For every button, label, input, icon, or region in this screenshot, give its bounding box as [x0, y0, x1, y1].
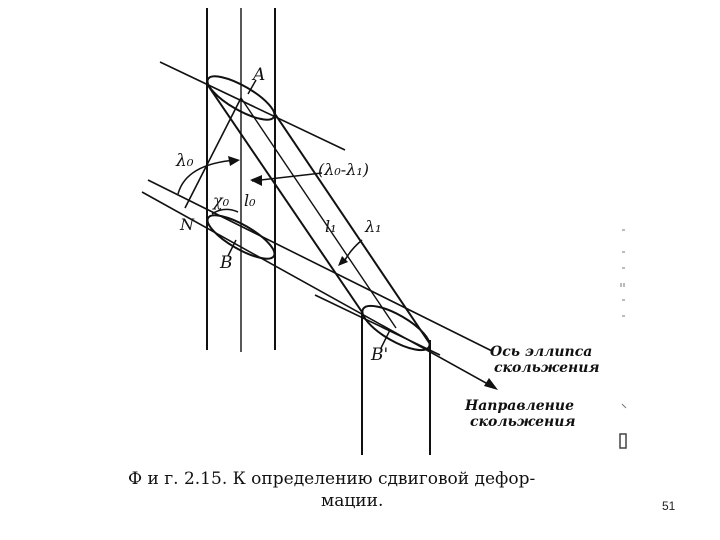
label-n: N — [179, 215, 195, 234]
lambda1-angle-arc — [343, 239, 363, 263]
figure-caption-line2: мации. — [321, 491, 383, 511]
label-lambda-diff: (λ₀-λ₁) — [318, 160, 369, 179]
label-b: B — [219, 253, 233, 273]
scan-artifacts — [619, 229, 627, 449]
label-axis-line2: скольжения — [494, 360, 600, 376]
angle-arcs — [177, 159, 363, 263]
cylinder-walls — [206, 8, 431, 455]
tick-b-prime — [380, 329, 391, 349]
tube-right-edge — [274, 113, 431, 345]
artifact-bracket — [619, 433, 627, 449]
label-axis-line1: Ось эллипса — [490, 344, 592, 360]
label-lambda1: λ₁ — [364, 217, 382, 236]
ellipse-b — [206, 214, 276, 260]
page-number: 51 — [662, 499, 676, 513]
upper-slip-plane-line — [159, 61, 346, 151]
label-lambda0: λ₀ — [175, 151, 194, 171]
label-chi0: χ₀ — [212, 191, 230, 210]
lambda1-arrowhead — [338, 256, 348, 266]
tick-b — [227, 239, 237, 257]
pointer-ticks — [227, 79, 391, 349]
lambda0-angle-arc — [177, 159, 237, 195]
slip-direction-arrowhead — [484, 378, 498, 390]
lower-slip-plane-line — [314, 294, 441, 356]
tube-centre-line — [240, 97, 397, 329]
lambda0-arc-arrowhead — [228, 156, 240, 166]
figure-caption-line1: Ф и г. 2.15. К определению сдвиговой деф… — [128, 469, 535, 489]
reference-lines — [141, 61, 496, 389]
label-b-prime: B' — [370, 345, 388, 365]
label-a: A — [251, 65, 265, 85]
lambda-diff-angle-arc — [251, 172, 323, 182]
tick-a — [247, 79, 257, 95]
slip-direction-line — [141, 191, 496, 389]
ellipse-b-prime — [361, 304, 431, 352]
normal-line-n — [184, 97, 242, 209]
label-l0: l₀ — [244, 191, 256, 210]
chi0-angle-arc — [211, 208, 239, 215]
label-dir-line2: скольжения — [470, 414, 576, 430]
label-dir-line1: Направление — [464, 398, 574, 414]
label-l1: l₁ — [325, 217, 337, 236]
slip-axis-line — [147, 179, 493, 352]
figure-labels: A λ₀ (λ₀-λ₁) χ₀ l₀ N B l₁ λ₁ B' Ось элли… — [175, 65, 600, 430]
artifact-mark — [621, 403, 627, 409]
